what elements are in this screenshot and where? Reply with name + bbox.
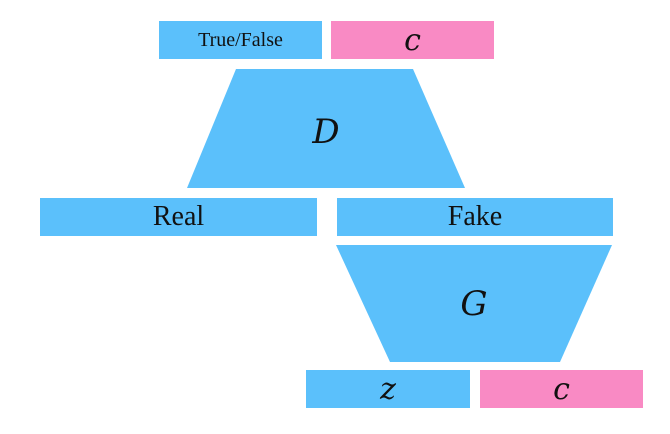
discriminator-output-block: True/False [159,21,322,59]
discriminator-condition-block: c [331,21,494,59]
generator-label: G [460,284,487,324]
fake-data-block: Fake [337,198,613,236]
discriminator-trapezoid [187,69,465,188]
discriminator-condition-label: c [404,22,421,58]
generator-condition-block: c [480,370,643,408]
discriminator-output-label: True/False [198,28,283,51]
noise-input-label: z [380,371,396,407]
real-data-block: Real [40,198,317,236]
discriminator-label: D [311,112,339,152]
fake-data-label: Fake [447,201,503,232]
real-data-label: Real [152,201,205,232]
generator-condition-label: c [553,371,570,407]
generator-trapezoid [336,245,612,362]
noise-input-block: z [306,370,470,408]
